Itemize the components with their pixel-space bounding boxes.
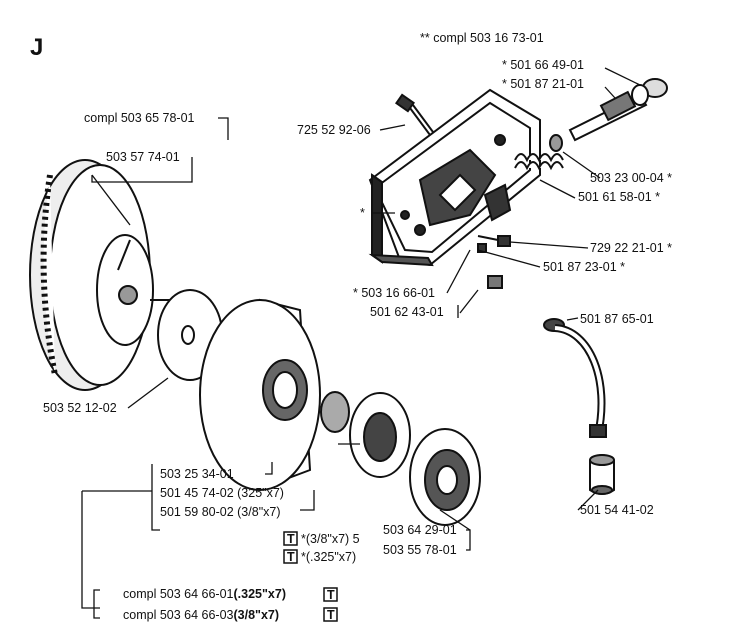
label-503230004: 503 23 00-04 * xyxy=(590,171,672,185)
label-501664901: * 501 66 49-01 xyxy=(502,58,584,72)
section-letter: J xyxy=(30,34,43,61)
label-note2: *(.325"x7) xyxy=(301,550,356,564)
label-501872101: * 501 87 21-01 xyxy=(502,77,584,91)
label-725529206: 725 52 92-06 xyxy=(297,123,371,137)
oil-pipe-drawing xyxy=(543,318,607,438)
label-compl-a: compl 503 64 66-01(.325"x7) xyxy=(123,587,286,601)
label-503557801: 503 55 78-01 xyxy=(383,543,457,557)
label-star-left: * xyxy=(360,206,365,220)
label-compl-b: compl 503 64 66-03(3/8"x7) xyxy=(123,608,279,622)
label-729222101: 729 22 21-01 * xyxy=(590,241,672,255)
small-screws-drawing xyxy=(477,235,511,289)
nozzle-drawing xyxy=(589,454,615,495)
oil-pump-housing-drawing xyxy=(368,88,541,267)
tool-icon: T xyxy=(283,531,298,546)
screw-drawing xyxy=(395,93,434,136)
label-503521202: 503 52 12-02 xyxy=(43,401,117,415)
leader-lines xyxy=(81,67,641,619)
label-503253401: 503 25 34-01 xyxy=(160,467,234,481)
rim-sprocket-drawing xyxy=(409,428,481,526)
label-compl-clutch: compl 503 65 78-01 xyxy=(84,111,195,125)
label-501598002: 501 59 80-02 (3/8"x7) xyxy=(160,505,281,519)
svg-text:T: T xyxy=(287,550,295,564)
clutch-drum-drawing xyxy=(199,298,321,491)
spring-drawing xyxy=(514,134,564,171)
tool-icon: T xyxy=(323,587,338,602)
label-501872301: 501 87 23-01 * xyxy=(543,260,625,274)
tool-icon: T xyxy=(323,607,338,622)
label-compl-top: ** compl 503 16 73-01 xyxy=(420,31,544,45)
label-501615801: 501 61 58-01 * xyxy=(578,190,660,204)
label-501876501: 501 87 65-01 xyxy=(580,312,654,326)
label-501457402: 501 45 74-02 (325"x7) xyxy=(160,486,284,500)
label-note1: *(3/8"x7) 5 xyxy=(301,532,360,546)
label-503642901: 503 64 29-01 xyxy=(383,523,457,537)
label-501624301: 501 62 43-01 xyxy=(370,305,444,319)
sprocket-drawing xyxy=(349,392,411,478)
needle-bearing-drawing xyxy=(320,391,350,433)
svg-text:T: T xyxy=(327,588,335,602)
label-501544102: 501 54 41-02 xyxy=(580,503,654,517)
clutch-drawing xyxy=(29,159,170,391)
tool-icon: T xyxy=(283,549,298,564)
label-503166601: * 503 16 66-01 xyxy=(353,286,435,300)
pump-shaft-drawing xyxy=(568,78,668,142)
svg-text:T: T xyxy=(327,608,335,622)
svg-text:T: T xyxy=(287,532,295,546)
label-503577401: 503 57 74-01 xyxy=(106,150,180,164)
